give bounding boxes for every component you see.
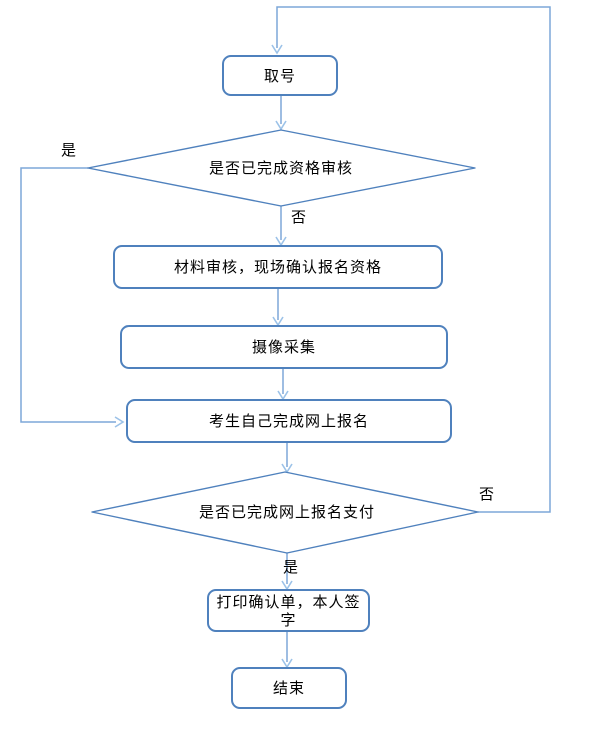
node-end: 结束 bbox=[231, 667, 347, 709]
arrowhead-into-qualification bbox=[275, 120, 287, 131]
decision-diamond-qualification bbox=[87, 129, 476, 207]
arrowhead-into-registration-left bbox=[114, 416, 125, 428]
edge-label-no-right: 否 bbox=[479, 485, 495, 503]
decision-diamond-payment bbox=[91, 471, 479, 554]
edge-label-no-down: 否 bbox=[291, 208, 307, 226]
edge-label-yes-left: 是 bbox=[61, 141, 77, 159]
node-photo-capture: 摄像采集 bbox=[120, 325, 448, 369]
arrowhead-into-take-number bbox=[271, 44, 283, 55]
node-material-review: 材料审核，现场确认报名资格 bbox=[113, 245, 443, 289]
edge-yes-feedback-line bbox=[20, 167, 116, 423]
node-online-registration: 考生自己完成网上报名 bbox=[126, 399, 452, 443]
edge-no-feedback-line bbox=[276, 6, 551, 513]
node-print-confirmation: 打印确认单，本人签字 bbox=[207, 589, 370, 632]
node-take-number: 取号 bbox=[222, 55, 338, 96]
edge-label-yes-down: 是 bbox=[283, 558, 299, 576]
